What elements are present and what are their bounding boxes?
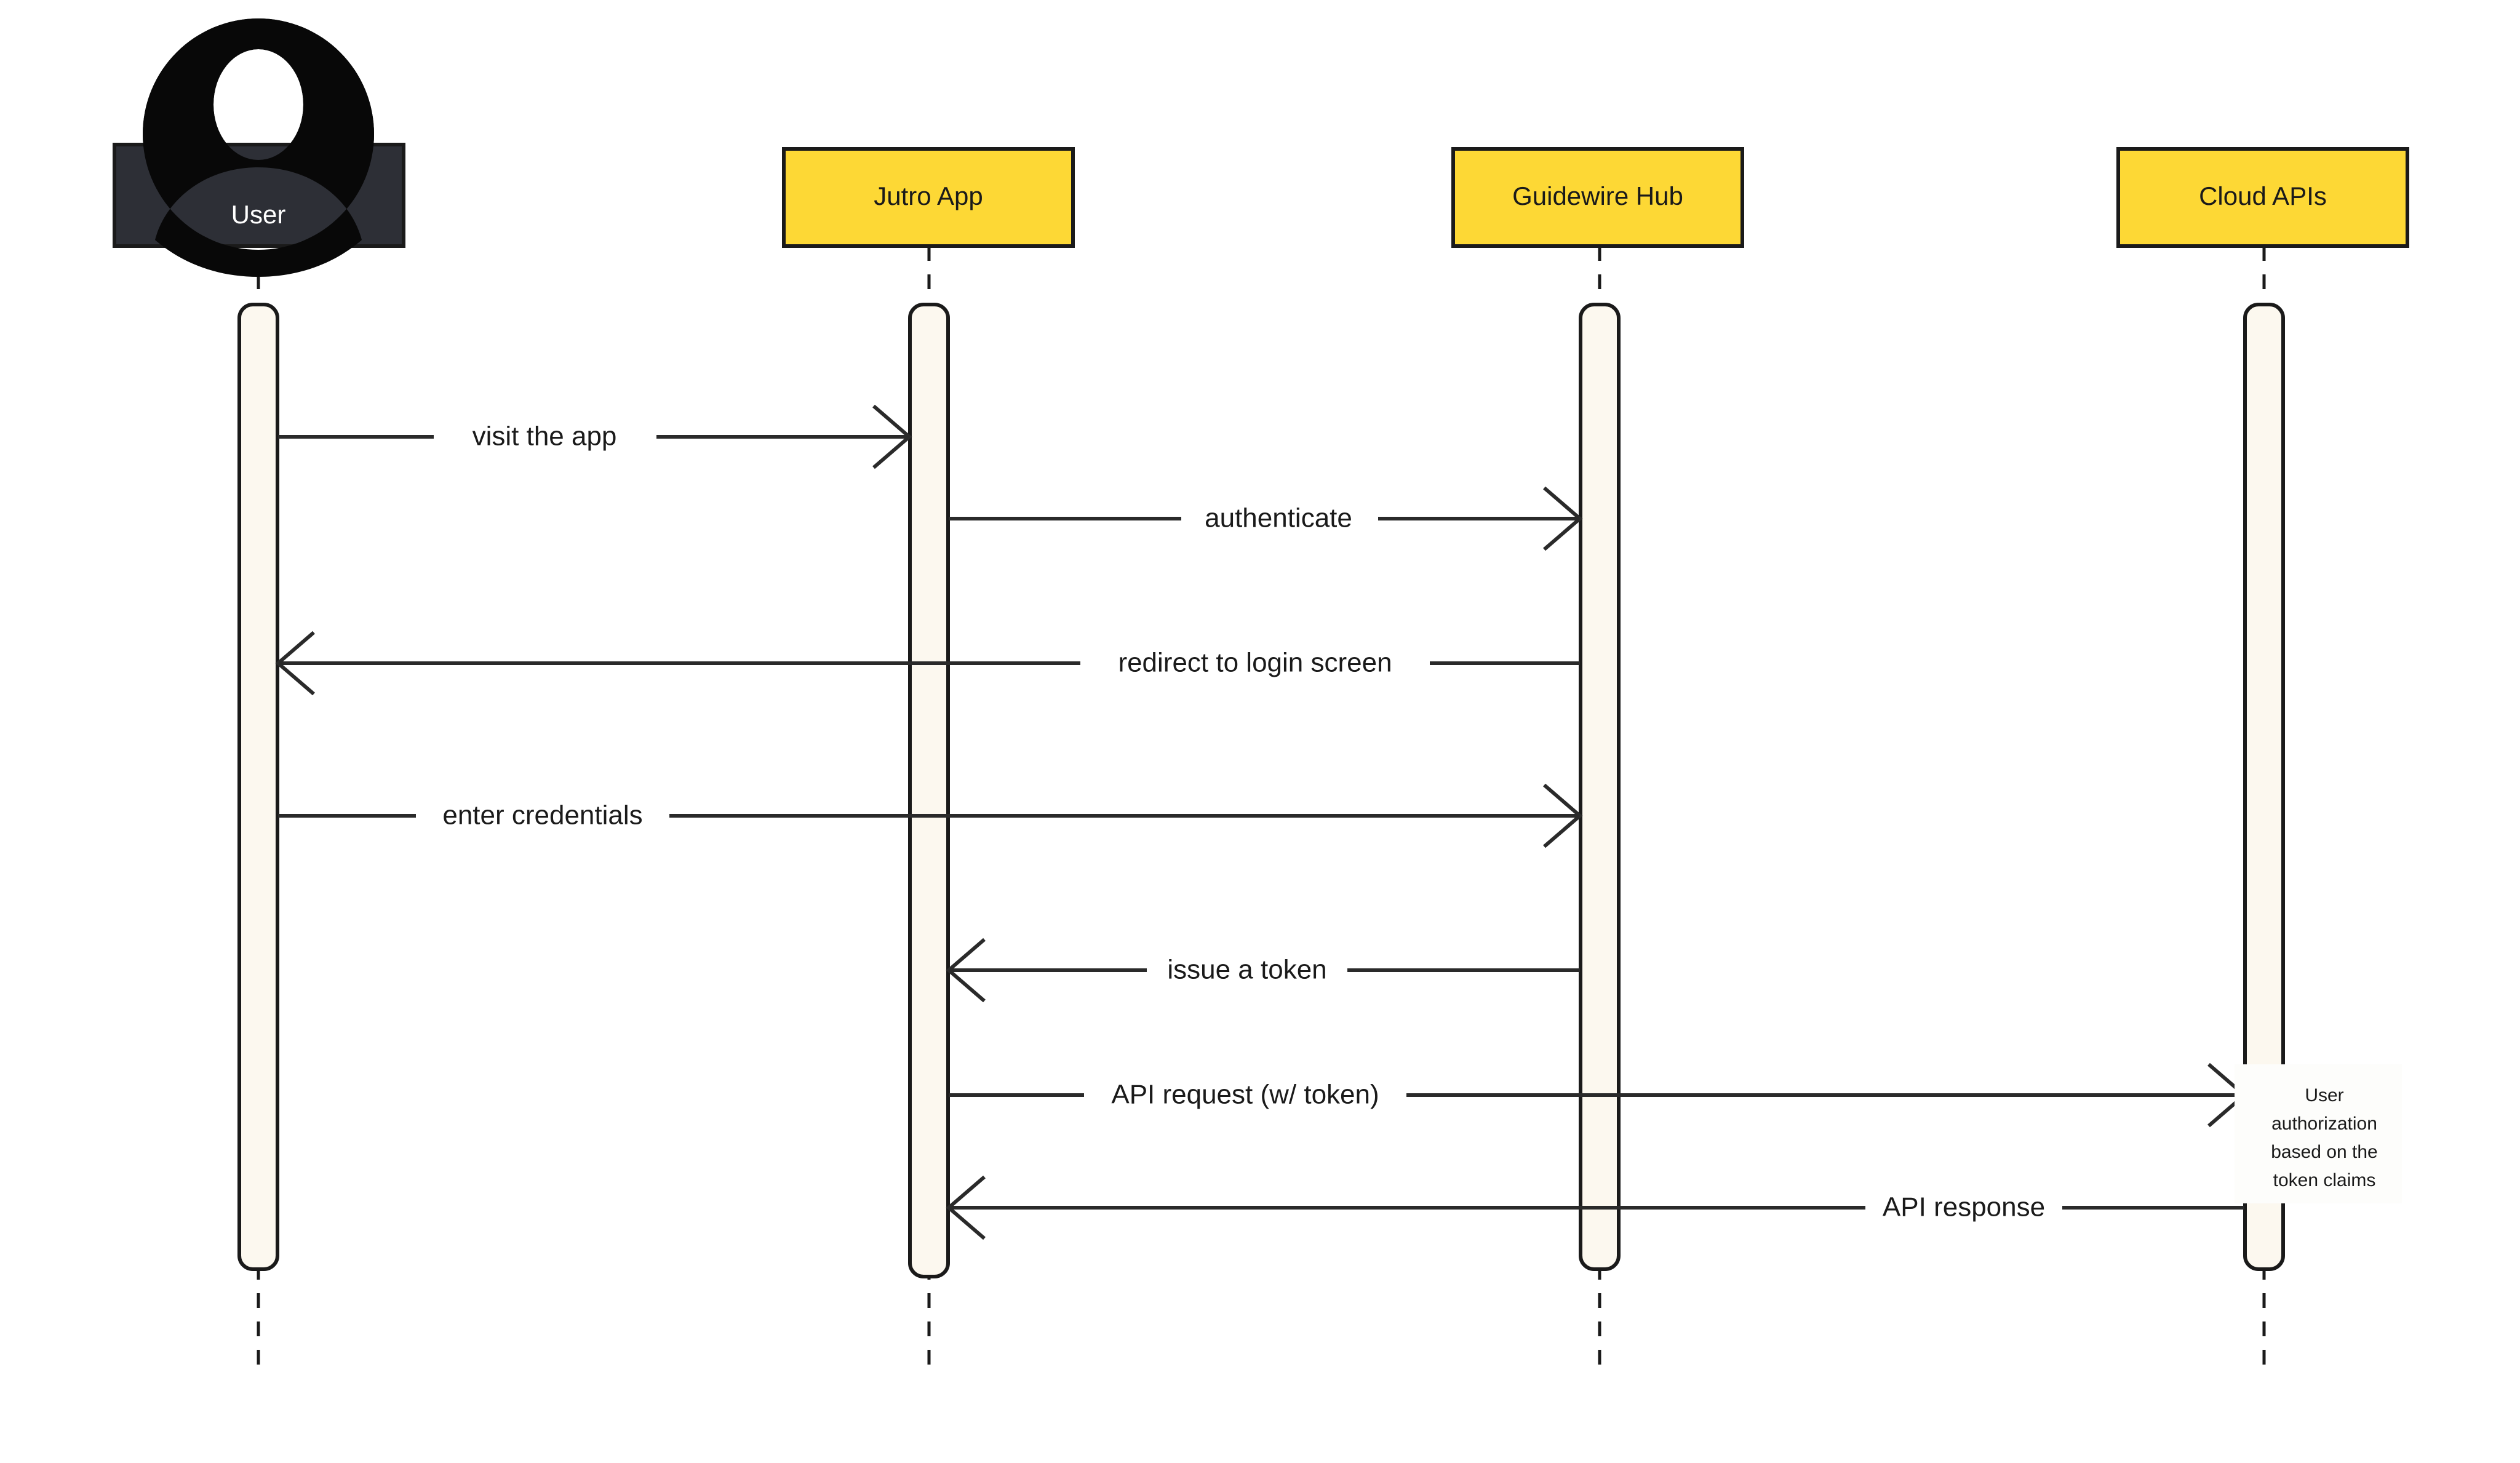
message-label-2: authenticate [1205, 503, 1352, 533]
message-arrowhead-3 [275, 631, 315, 696]
message-label-bg-7 [1865, 1187, 2062, 1229]
message-label-1: visit the app [472, 421, 617, 452]
participant-box-cloud[interactable] [2116, 147, 2409, 248]
user-avatar-icon-overlay [143, 18, 374, 277]
message-label-6: API request (w/ token) [1111, 1080, 1379, 1110]
message-label-bg-3 [1080, 642, 1430, 684]
participant-cloud[interactable]: Cloud APIs [2116, 147, 2409, 248]
activation-bars-group [237, 303, 2285, 1278]
message-arrowhead-4 [1543, 783, 1583, 848]
message-redirect-to-login-screen[interactable]: redirect to login screen [275, 631, 1580, 696]
message-label-bg-4 [416, 795, 669, 837]
message-label-4: enter credentials [442, 800, 642, 831]
activation-bar-jutro [908, 303, 950, 1278]
message-api-response[interactable]: API response [946, 1175, 2244, 1240]
participant-label-hub: Guidewire Hub [1512, 181, 1683, 210]
participant-jutro[interactable]: Jutro App [782, 147, 1075, 248]
message-arrowhead-2 [1543, 486, 1583, 551]
message-label-5: issue a token [1167, 955, 1326, 985]
message-label-3: redirect to login screen [1118, 648, 1392, 678]
participant-user[interactable]: User [113, 18, 405, 277]
message-label-bg-1 [434, 416, 656, 458]
message-arrowhead-7 [946, 1175, 986, 1240]
note-background [2235, 1064, 2402, 1203]
message-label-bg-6 [1084, 1074, 1406, 1116]
message-enter-credentials[interactable]: enter credentials [278, 783, 1583, 848]
participant-label-jutro: Jutro App [874, 181, 983, 210]
note-line-2: authorization [2271, 1114, 2377, 1134]
message-visit-the-app[interactable]: visit the app [278, 404, 912, 469]
note-line-1: User [2305, 1085, 2343, 1106]
participant-box-jutro[interactable] [782, 147, 1075, 248]
activation-bar-cloud [2243, 303, 2285, 1271]
activation-bar-user [237, 303, 279, 1271]
message-arrowhead-5 [946, 938, 986, 1003]
note-cloud-authorization: User authorization based on the token cl… [2235, 1064, 2402, 1203]
participant-box-hub[interactable] [1451, 147, 1744, 248]
activation-bar-hub [1579, 303, 1621, 1271]
participant-label-user: User [231, 200, 286, 229]
message-issue-a-token[interactable]: issue a token [946, 938, 1580, 1003]
note-line-3: based on the [2271, 1142, 2377, 1162]
participant-hub[interactable]: Guidewire Hub [1451, 147, 1744, 248]
message-authenticate[interactable]: authenticate [949, 486, 1583, 551]
message-arrowhead-1 [872, 404, 912, 469]
message-label-bg-5 [1147, 949, 1347, 991]
participant-label-cloud: Cloud APIs [2199, 181, 2327, 210]
note-line-4: token claims [2273, 1170, 2376, 1190]
message-label-7: API response [1883, 1192, 2045, 1222]
message-label-bg-2 [1181, 498, 1378, 540]
